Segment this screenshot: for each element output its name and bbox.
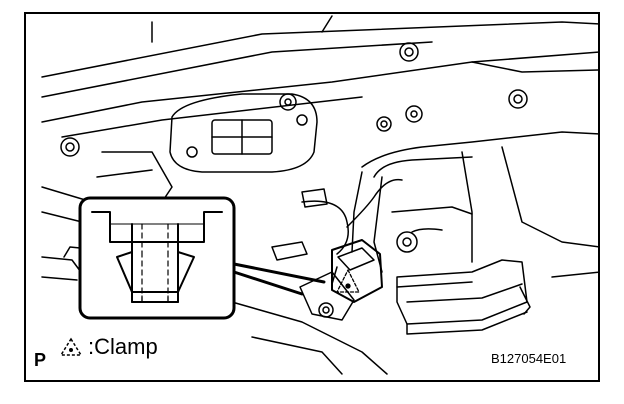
clamp-detail-inset [78,196,236,320]
legend: :Clamp [58,336,158,358]
view-letter: P [34,350,47,370]
figure-code: B127054E01 [491,351,567,366]
engine-bay-illustration [41,15,598,375]
clamp-marker-icon [336,269,360,293]
legend-label: :Clamp [88,334,158,359]
bolt-hole-icon [60,42,528,318]
clamp-triangle-icon [59,337,83,356]
illustration-frame [24,12,600,382]
